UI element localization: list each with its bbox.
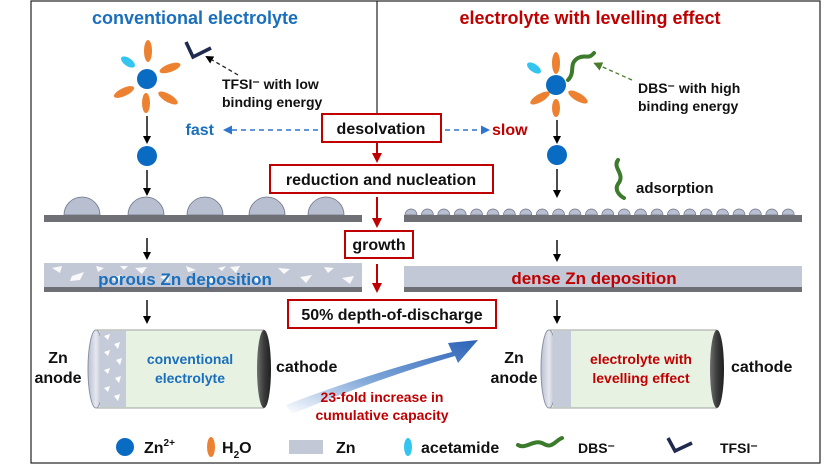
nucleus-bump	[716, 208, 729, 216]
right-nucleation-substrate	[404, 208, 802, 222]
nucleus-bump	[453, 208, 467, 216]
nucleus-bump	[650, 208, 664, 216]
nucleus-bump	[437, 208, 451, 216]
nucleus-bump	[667, 208, 680, 216]
reduction-label: reduction and nucleation	[286, 172, 476, 189]
left-solvated-zn-ion	[113, 40, 181, 113]
porous-deposition-label: porous Zn deposition	[98, 270, 272, 289]
porous-deposit-layer	[44, 263, 362, 292]
nucleus-bump	[683, 208, 697, 216]
capacity-note-line1: 23-fold increase in	[321, 389, 444, 405]
right-cathode-label: cathode	[731, 359, 792, 376]
left-nucleation-substrate	[44, 196, 362, 222]
left-electrolyte-label-1: conventional	[147, 351, 233, 367]
dbs-note-line2: binding energy	[638, 98, 739, 114]
right-anode-label-1: Zn	[504, 350, 524, 367]
left-zn-ion	[137, 146, 157, 166]
nucleus-bump	[765, 208, 779, 216]
adsorption-label: adsorption	[636, 180, 714, 197]
nucleus-bump	[781, 208, 795, 216]
dense-deposit-layer	[404, 266, 802, 292]
nucleus-bump	[568, 208, 582, 216]
legend-tfsi-icon	[666, 437, 693, 454]
legend-zn-ion-label: Zn2+	[144, 438, 175, 457]
nucleus-bump	[421, 208, 434, 216]
left-anode-label-1: Zn	[48, 350, 68, 367]
nucleus-bump	[519, 208, 533, 216]
discharge-box	[287, 299, 497, 329]
right-solvated-zn-ion	[527, 51, 596, 117]
desolvation-box	[321, 113, 442, 143]
legend-acetamide-label: acetamide	[421, 440, 499, 457]
left-anode-label-2: anode	[34, 370, 81, 387]
capacity-note-line2: cumulative capacity	[315, 407, 448, 423]
nucleus-bump	[585, 208, 598, 216]
right-zn-ion	[547, 145, 567, 165]
nucleus-bump	[617, 208, 631, 216]
reduction-box	[269, 164, 494, 194]
legend-tfsi-label: TFSI⁻	[720, 440, 758, 456]
nucleus-bump	[486, 208, 500, 216]
adsorbed-dbs-icon	[614, 158, 626, 200]
right-battery-cell	[540, 329, 724, 409]
right-anode-label-2: anode	[490, 370, 537, 387]
legend-zn-icon	[289, 440, 323, 454]
right-title: electrolyte with levelling effect	[459, 8, 720, 28]
discharge-label: 50% depth-of-discharge	[301, 307, 482, 324]
nucleus-bump	[634, 208, 647, 216]
legend-water-label: H2O	[222, 440, 252, 461]
figure-frame	[30, 0, 821, 464]
nucleus-bump	[535, 208, 549, 216]
dense-deposition-label: dense Zn deposition	[511, 269, 676, 288]
legend-zn-label: Zn	[336, 440, 356, 457]
nucleus-bump	[552, 208, 565, 216]
right-electrolyte-label-1: electrolyte with	[590, 351, 692, 367]
nucleus-bump	[503, 208, 516, 216]
nucleus-bump	[470, 208, 483, 216]
dbs-note-line1: DBS⁻ with high	[638, 80, 740, 96]
right-electrolyte-label-2: levelling effect	[592, 370, 690, 386]
growth-label: growth	[352, 237, 405, 254]
dbs-pointer-arrow	[593, 62, 633, 81]
growth-box	[344, 230, 414, 259]
left-cathode-label: cathode	[276, 359, 337, 376]
nucleus-bump	[601, 208, 615, 216]
desolvation-label: desolvation	[337, 121, 426, 138]
tfsi-pointer-arrow	[205, 55, 239, 76]
nucleus-bump	[699, 208, 713, 216]
nucleus-bump	[404, 208, 418, 216]
nucleus-bump	[732, 208, 746, 216]
left-title: conventional electrolyte	[92, 8, 298, 28]
tfsi-note-line2: binding energy	[222, 94, 323, 110]
legend-acetamide-icon	[404, 438, 412, 456]
legend-water-icon	[207, 437, 215, 457]
left-electrolyte-label-2: electrolyte	[155, 370, 225, 386]
capacity-increase-arrow	[286, 340, 478, 414]
tfsi-anion-icon	[184, 41, 212, 60]
legend-dbs-label: DBS⁻	[578, 440, 615, 456]
left-battery-cell	[87, 329, 271, 409]
slow-label: slow	[492, 122, 528, 139]
legend-zn-ion-icon	[116, 438, 134, 456]
legend: Zn2+ H2O Zn acetamide DBS⁻ TFSI⁻	[116, 436, 758, 461]
tfsi-note-line1: TFSI⁻ with low	[222, 76, 319, 92]
fast-label: fast	[186, 122, 215, 139]
legend-dbs-icon	[516, 436, 564, 449]
nucleus-bump	[749, 208, 762, 216]
